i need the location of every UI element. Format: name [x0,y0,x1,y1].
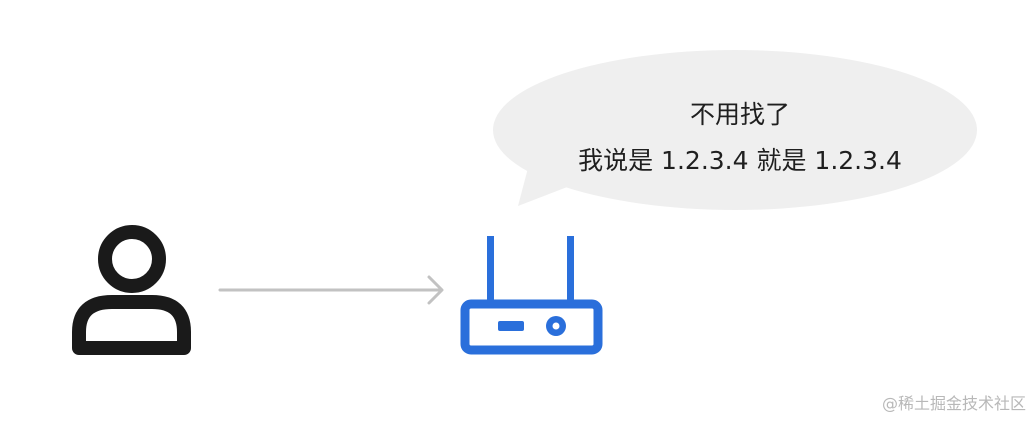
router-icon [460,236,603,355]
user-icon-body [72,295,191,355]
speech-bubble-text: 不用找了 我说是 1.2.3.4 就是 1.2.3.4 [540,92,940,184]
speech-bubble [493,50,977,210]
router-button-inner [552,322,560,330]
speech-bubble-tail [518,168,575,206]
watermark: @稀土掘金技术社区 [881,394,1026,413]
router-antenna-right [567,236,574,306]
router-antenna-left [487,236,494,306]
router-indicator-bar [498,321,524,331]
user-icon-head [98,225,166,293]
arrow-head [427,275,444,305]
user-icon [72,225,191,355]
arrow-right-icon [218,275,444,305]
speech-bubble-line-1: 不用找了 [689,100,790,129]
speech-bubble-line-2: 我说是 1.2.3.4 就是 1.2.3.4 [578,146,902,175]
router-body [460,299,603,355]
speech-bubble-body [493,50,977,210]
